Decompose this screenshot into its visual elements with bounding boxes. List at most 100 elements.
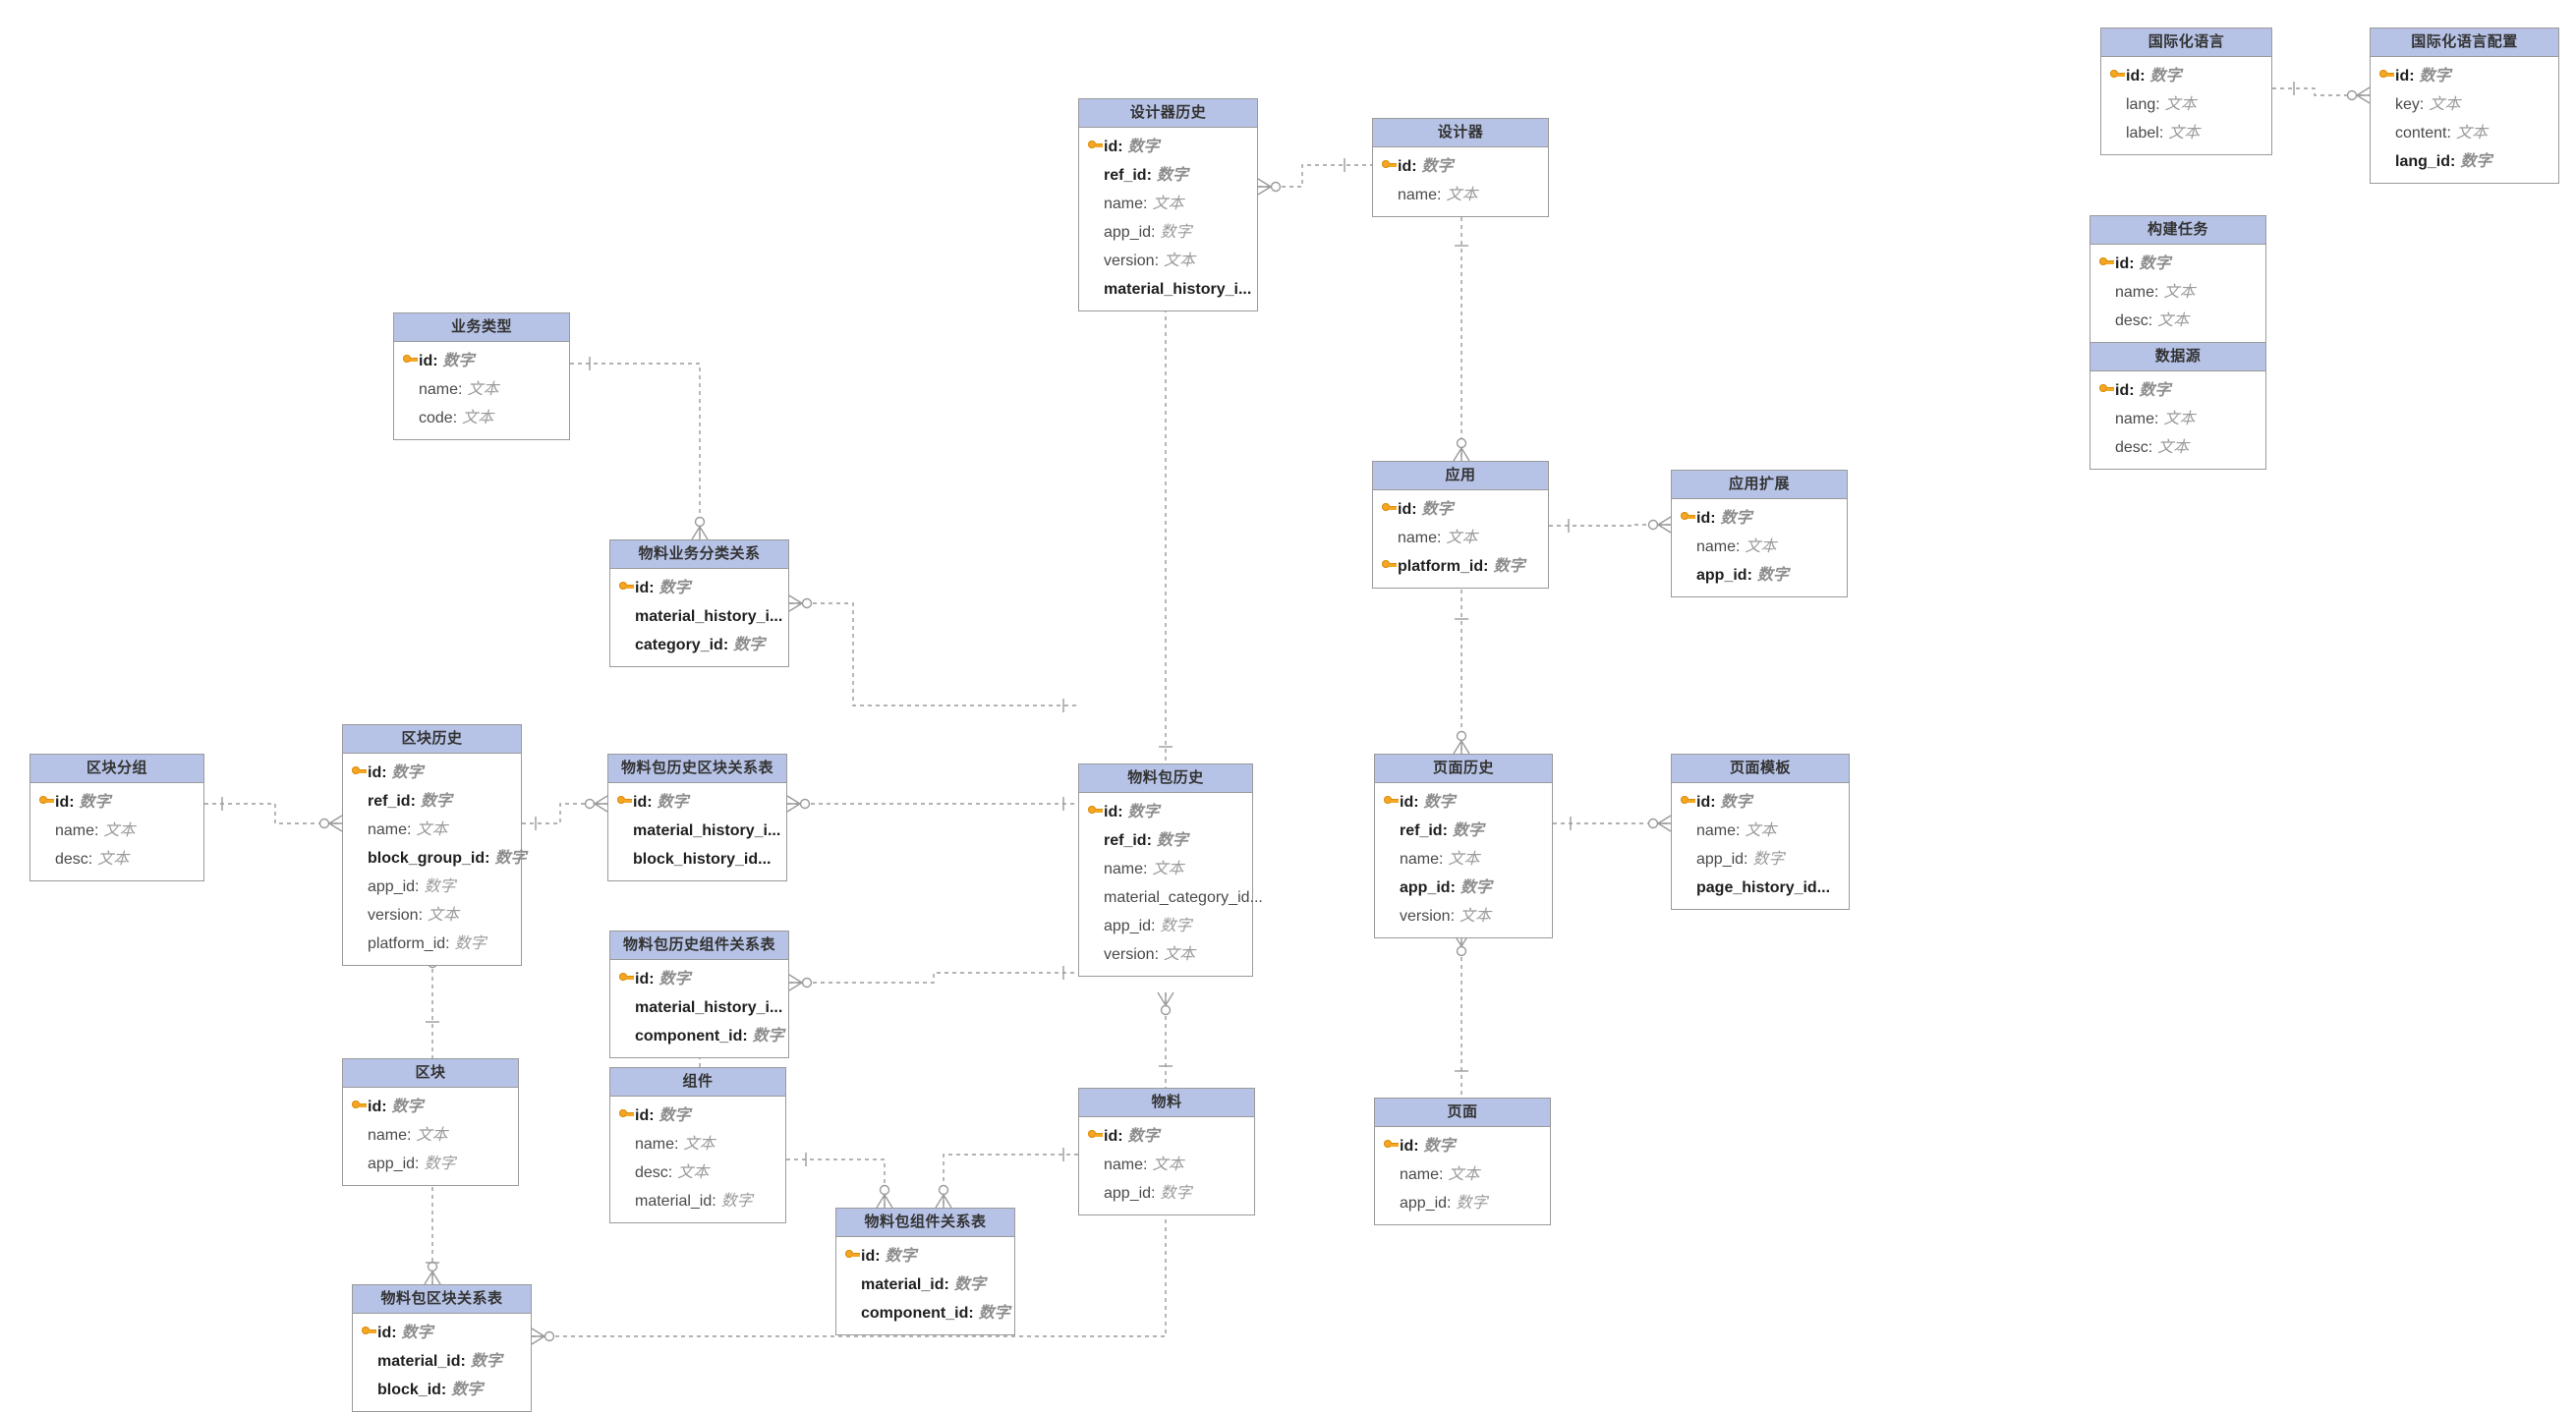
entity-title-datasource: 数据源 [2090, 343, 2265, 371]
attribute-type: 数字 [1127, 139, 1160, 155]
attribute-type: 数字 [2139, 255, 2171, 272]
attribute-type: 文本 [467, 381, 499, 398]
attribute-type: 文本 [2429, 96, 2461, 113]
entity-title-app_ext: 应用扩展 [1672, 471, 1847, 499]
attribute-indent-spacer [2098, 307, 2115, 335]
attribute-indent-spacer [361, 1376, 377, 1404]
attribute-separator: : [667, 1164, 673, 1181]
crowfoot-many-marker [1647, 516, 1672, 534]
primary-key-icon [402, 347, 419, 375]
attribute-row: label:文本 [2101, 119, 2271, 147]
attribute-type: 数字 [2460, 153, 2492, 170]
attribute-indent-spacer [1087, 826, 1104, 855]
attribute-name: id [635, 1107, 650, 1124]
attribute-row: ref_id:数字 [1079, 161, 1257, 190]
primary-key-icon [1381, 552, 1398, 581]
attribute-type: 数字 [1160, 224, 1192, 241]
attribute-name: material_id [635, 1193, 713, 1210]
attribute-indent-spacer [1383, 902, 1400, 931]
attribute-row: name:文本 [610, 1130, 785, 1158]
attribute-indent-spacer [616, 845, 633, 874]
attribute-separator: : [1146, 167, 1152, 184]
attribute-type: 数字 [1127, 1128, 1160, 1145]
primary-key-icon [351, 759, 368, 787]
primary-key-icon [1383, 1132, 1400, 1160]
attribute-indent-spacer [351, 844, 368, 873]
attribute-separator: : [415, 878, 420, 895]
attribute-row: app_id:数字 [343, 1150, 518, 1178]
relationship-line-15 [789, 972, 1078, 984]
attribute-name: content [2395, 125, 2447, 141]
entity-title-page_history: 页面历史 [1375, 755, 1552, 783]
relationship-line-6 [1549, 524, 1671, 527]
attribute-separator: : [1710, 510, 1716, 527]
attribute-separator: : [418, 907, 424, 924]
attribute-indent-spacer [618, 631, 635, 659]
attribute-separator: : [1411, 158, 1417, 175]
attribute-row: id:数字 [2090, 250, 2265, 278]
attribute-name: id [368, 1099, 382, 1115]
crowfoot-many-marker [1157, 991, 1174, 1016]
attribute-indent-spacer [2378, 90, 2395, 119]
attribute-indent-spacer [2098, 433, 2115, 462]
attribute-type: 文本 [1446, 187, 1478, 203]
attribute-name: material_history_i... [1104, 281, 1252, 298]
attribute-separator: : [445, 935, 450, 952]
attribute-type: 文本 [1448, 1166, 1480, 1183]
attribute-indent-spacer [38, 845, 55, 874]
attribute-type: 数字 [391, 1099, 424, 1115]
primary-key-icon [1680, 504, 1696, 533]
attribute-name: id [1104, 139, 1118, 155]
attribute-name: id [2115, 382, 2130, 399]
crowfoot-many-marker [584, 795, 608, 813]
attribute-name: name [368, 821, 408, 838]
attribute-row: id:数字 [394, 347, 569, 375]
primary-key-icon [351, 1093, 368, 1121]
primary-key-icon [618, 1101, 635, 1130]
attribute-name: ref_id [1400, 822, 1443, 839]
entity-title-material: 物料 [1079, 1089, 1254, 1117]
attribute-type: 文本 [1152, 196, 1184, 212]
attribute-type: 数字 [454, 935, 487, 952]
attribute-indent-spacer [351, 816, 368, 844]
attribute-row: name:文本 [1672, 817, 1849, 845]
attribute-indent-spacer [1680, 845, 1696, 874]
attribute-indent-spacer [1087, 275, 1104, 304]
attribute-separator: : [968, 1305, 974, 1322]
attribute-row: id:数字 [836, 1242, 1014, 1271]
attribute-name: page_history_id... [1696, 879, 1831, 896]
attribute-name: material_history_i... [635, 608, 783, 625]
attribute-indent-spacer [402, 404, 419, 432]
attribute-row: material_history_i... [610, 993, 788, 1022]
entity-title-component: 组件 [610, 1068, 785, 1097]
